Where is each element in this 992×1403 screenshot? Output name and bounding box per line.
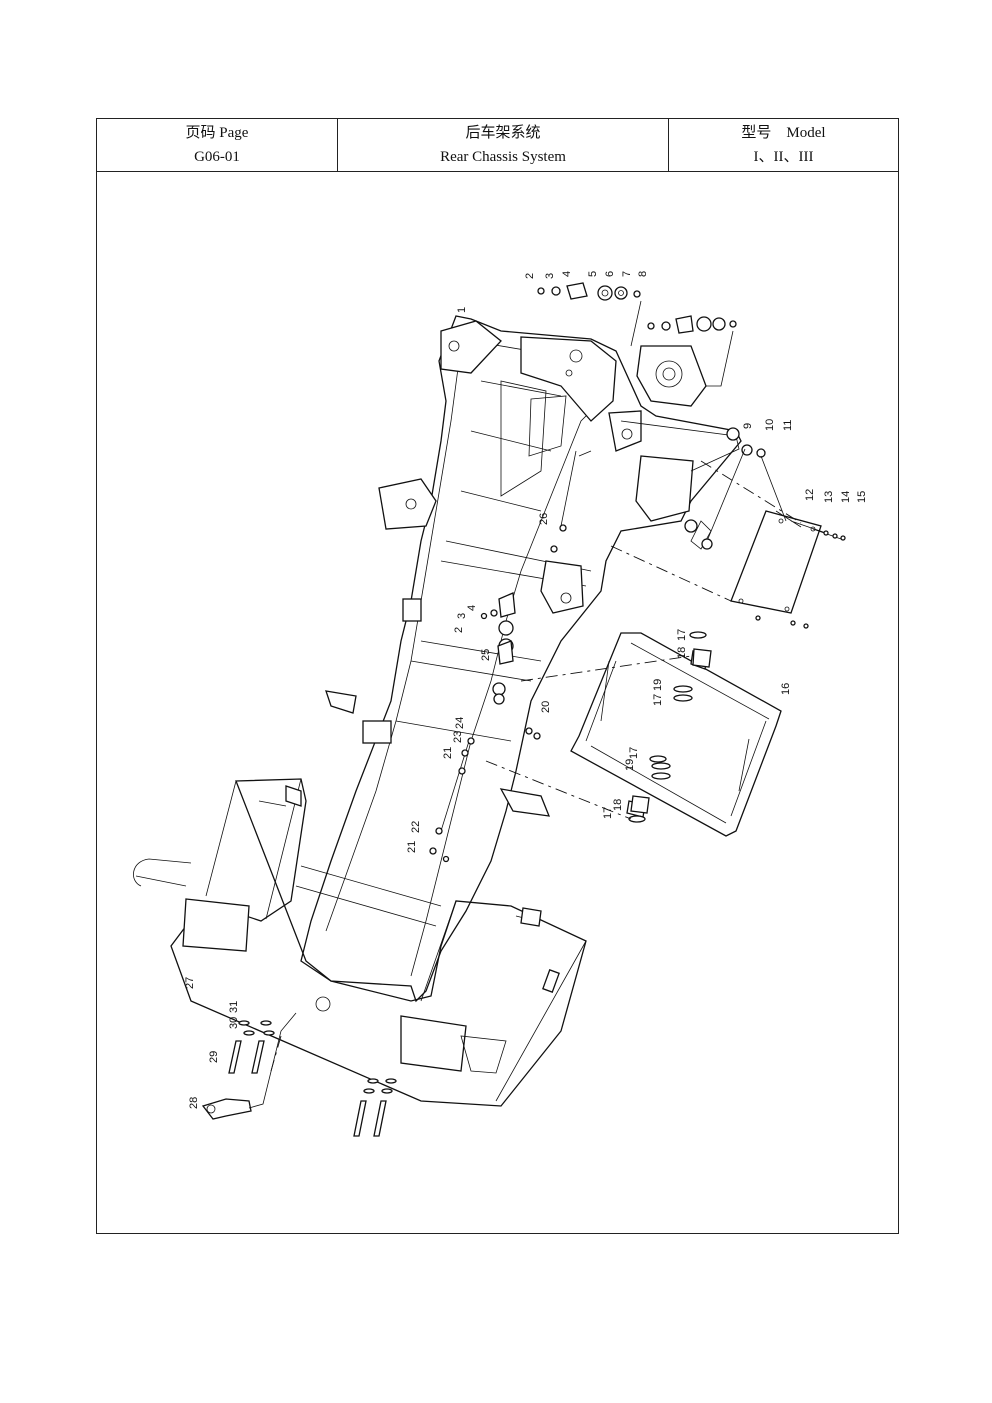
callout-15: 15 — [856, 491, 868, 503]
callout-21: 21 — [442, 747, 454, 759]
exploded-view-drawing: 2 3 4 5 6 7 8 1 9 10 11 12 13 14 15 26 2… — [133, 271, 868, 1137]
page-cell: 页码 Page G06-01 — [97, 119, 338, 171]
callout-29: 29 — [208, 1051, 220, 1063]
callout-3-mid: 3 — [456, 613, 468, 619]
callout-2: 2 — [524, 273, 536, 279]
callout-6: 6 — [604, 271, 616, 277]
callout-23: 23 — [452, 731, 464, 743]
callout-31: 31 — [228, 1001, 240, 1013]
callout-20: 20 — [540, 701, 552, 713]
callout-14: 14 — [840, 491, 852, 503]
callout-2-mid: 2 — [453, 627, 465, 633]
callout-13: 13 — [823, 491, 835, 503]
title-cell: 后车架系统 Rear Chassis System — [338, 119, 669, 171]
callout-24: 24 — [454, 717, 466, 729]
callout-5: 5 — [587, 271, 599, 277]
title-chinese: 后车架系统 — [465, 125, 541, 141]
header-table: 页码 Page G06-01 后车架系统 Rear Chassis System… — [97, 119, 898, 172]
hardware — [201, 282, 846, 1137]
callout-7: 7 — [621, 271, 633, 277]
callout-21-low: 21 — [406, 841, 418, 853]
model-label: 型号 Model — [741, 125, 826, 141]
callout-1: 1 — [456, 307, 468, 313]
callout-27: 27 — [184, 977, 196, 989]
callout-16: 16 — [780, 683, 792, 695]
callout-10: 10 — [764, 419, 776, 431]
callout-11: 11 — [782, 420, 794, 431]
callout-25: 25 — [480, 649, 492, 661]
page-number: G06-01 — [194, 149, 240, 165]
callout-19-low: 19 — [624, 759, 636, 771]
callout-26: 26 — [538, 513, 550, 525]
callout-22: 22 — [410, 821, 422, 833]
callout-8: 8 — [637, 271, 649, 277]
callout-12: 12 — [804, 489, 816, 501]
callout-3: 3 — [544, 273, 556, 279]
model-cell: 型号 Model I、II、III — [669, 119, 898, 171]
callout-30: 30 — [228, 1017, 240, 1029]
callout-17-top: 17 — [676, 629, 688, 641]
callout-17-bottom: 17 — [602, 807, 614, 819]
callout-28: 28 — [188, 1097, 200, 1109]
parts-sheet: 页码 Page G06-01 后车架系统 Rear Chassis System… — [96, 118, 899, 1234]
counterweight — [133, 778, 587, 1107]
rear-frame — [295, 315, 742, 1003]
page-label: 页码 Page — [185, 125, 249, 141]
callout-19-mid: 19 — [652, 679, 664, 691]
model-value: I、II、III — [753, 149, 814, 165]
callout-4: 4 — [561, 271, 573, 277]
callout-18-low: 18 — [612, 799, 624, 811]
cover-plate — [730, 510, 822, 614]
callout-18-top: 18 — [676, 647, 688, 659]
callout-17-mid: 17 — [652, 694, 664, 706]
callout-9: 9 — [742, 423, 754, 429]
assembly-lines — [270, 460, 802, 1072]
title-english: Rear Chassis System — [440, 149, 566, 165]
hitch-frame — [570, 632, 782, 837]
callout-17-low: 17 — [628, 747, 640, 759]
callout-labels: 2 3 4 5 6 7 8 1 9 10 11 12 13 14 15 26 2… — [184, 271, 868, 1109]
callout-4-mid: 4 — [466, 605, 478, 611]
